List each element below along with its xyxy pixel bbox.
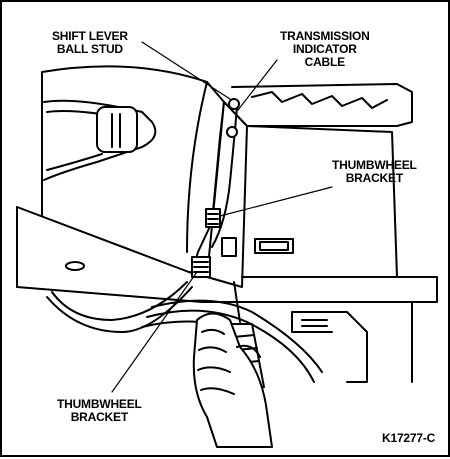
shroud-curve (186, 81, 208, 253)
bracket-top-rail (231, 83, 413, 127)
panel-opening-small (221, 237, 237, 257)
hand-outline (192, 312, 273, 448)
panel-hole (65, 261, 85, 271)
wire-5 (51, 281, 188, 321)
lower-bracket-slots (301, 319, 328, 327)
hand-finger-2 (198, 346, 227, 353)
ball-stud-socket (226, 126, 238, 138)
leader-ball-stud (141, 41, 231, 100)
hand-thumb (236, 344, 261, 358)
wire-2 (146, 309, 315, 383)
bracket-teeth (251, 91, 388, 109)
figure-id: K17277-C (382, 431, 436, 445)
key-cylinder-lower (46, 153, 103, 171)
screwdriver-shaft (233, 281, 241, 323)
callout-transmission-indicator-cable: TRANSMISSION INDICATOR CABLE (280, 29, 370, 69)
ball-stud (228, 98, 240, 110)
key-slot (111, 113, 121, 148)
thumbwheel-upper-ribs (207, 213, 219, 225)
hand-finger-1 (201, 328, 225, 335)
ignition-key (96, 106, 138, 153)
panel-opening-slot-inner (259, 241, 289, 251)
key-cylinder-outer (43, 99, 157, 181)
leader-indicator-cable (237, 59, 278, 111)
panel-opening-slot (254, 238, 294, 254)
lower-bracket-arm (371, 301, 413, 383)
leader-thumbwheel-lower (111, 271, 198, 393)
lower-bracket (291, 311, 368, 383)
wire-4 (46, 286, 193, 333)
callout-thumbwheel-bracket-bottom: THUMBWHEEL BRACKET (57, 397, 142, 424)
steering-column-shroud (41, 65, 225, 273)
hand-finger-3 (197, 366, 231, 373)
callout-shift-lever-ball-stud: SHIFT LEVER BALL STUD (52, 29, 128, 56)
callout-thumbwheel-bracket-right: THUMBWHEEL BRACKET (332, 158, 417, 185)
column-bracket-body (241, 125, 398, 278)
hand-finger-4 (200, 387, 235, 395)
wire-1 (151, 299, 323, 373)
lower-panel-plane (16, 206, 438, 303)
leader-thumbwheel-upper (219, 186, 333, 217)
